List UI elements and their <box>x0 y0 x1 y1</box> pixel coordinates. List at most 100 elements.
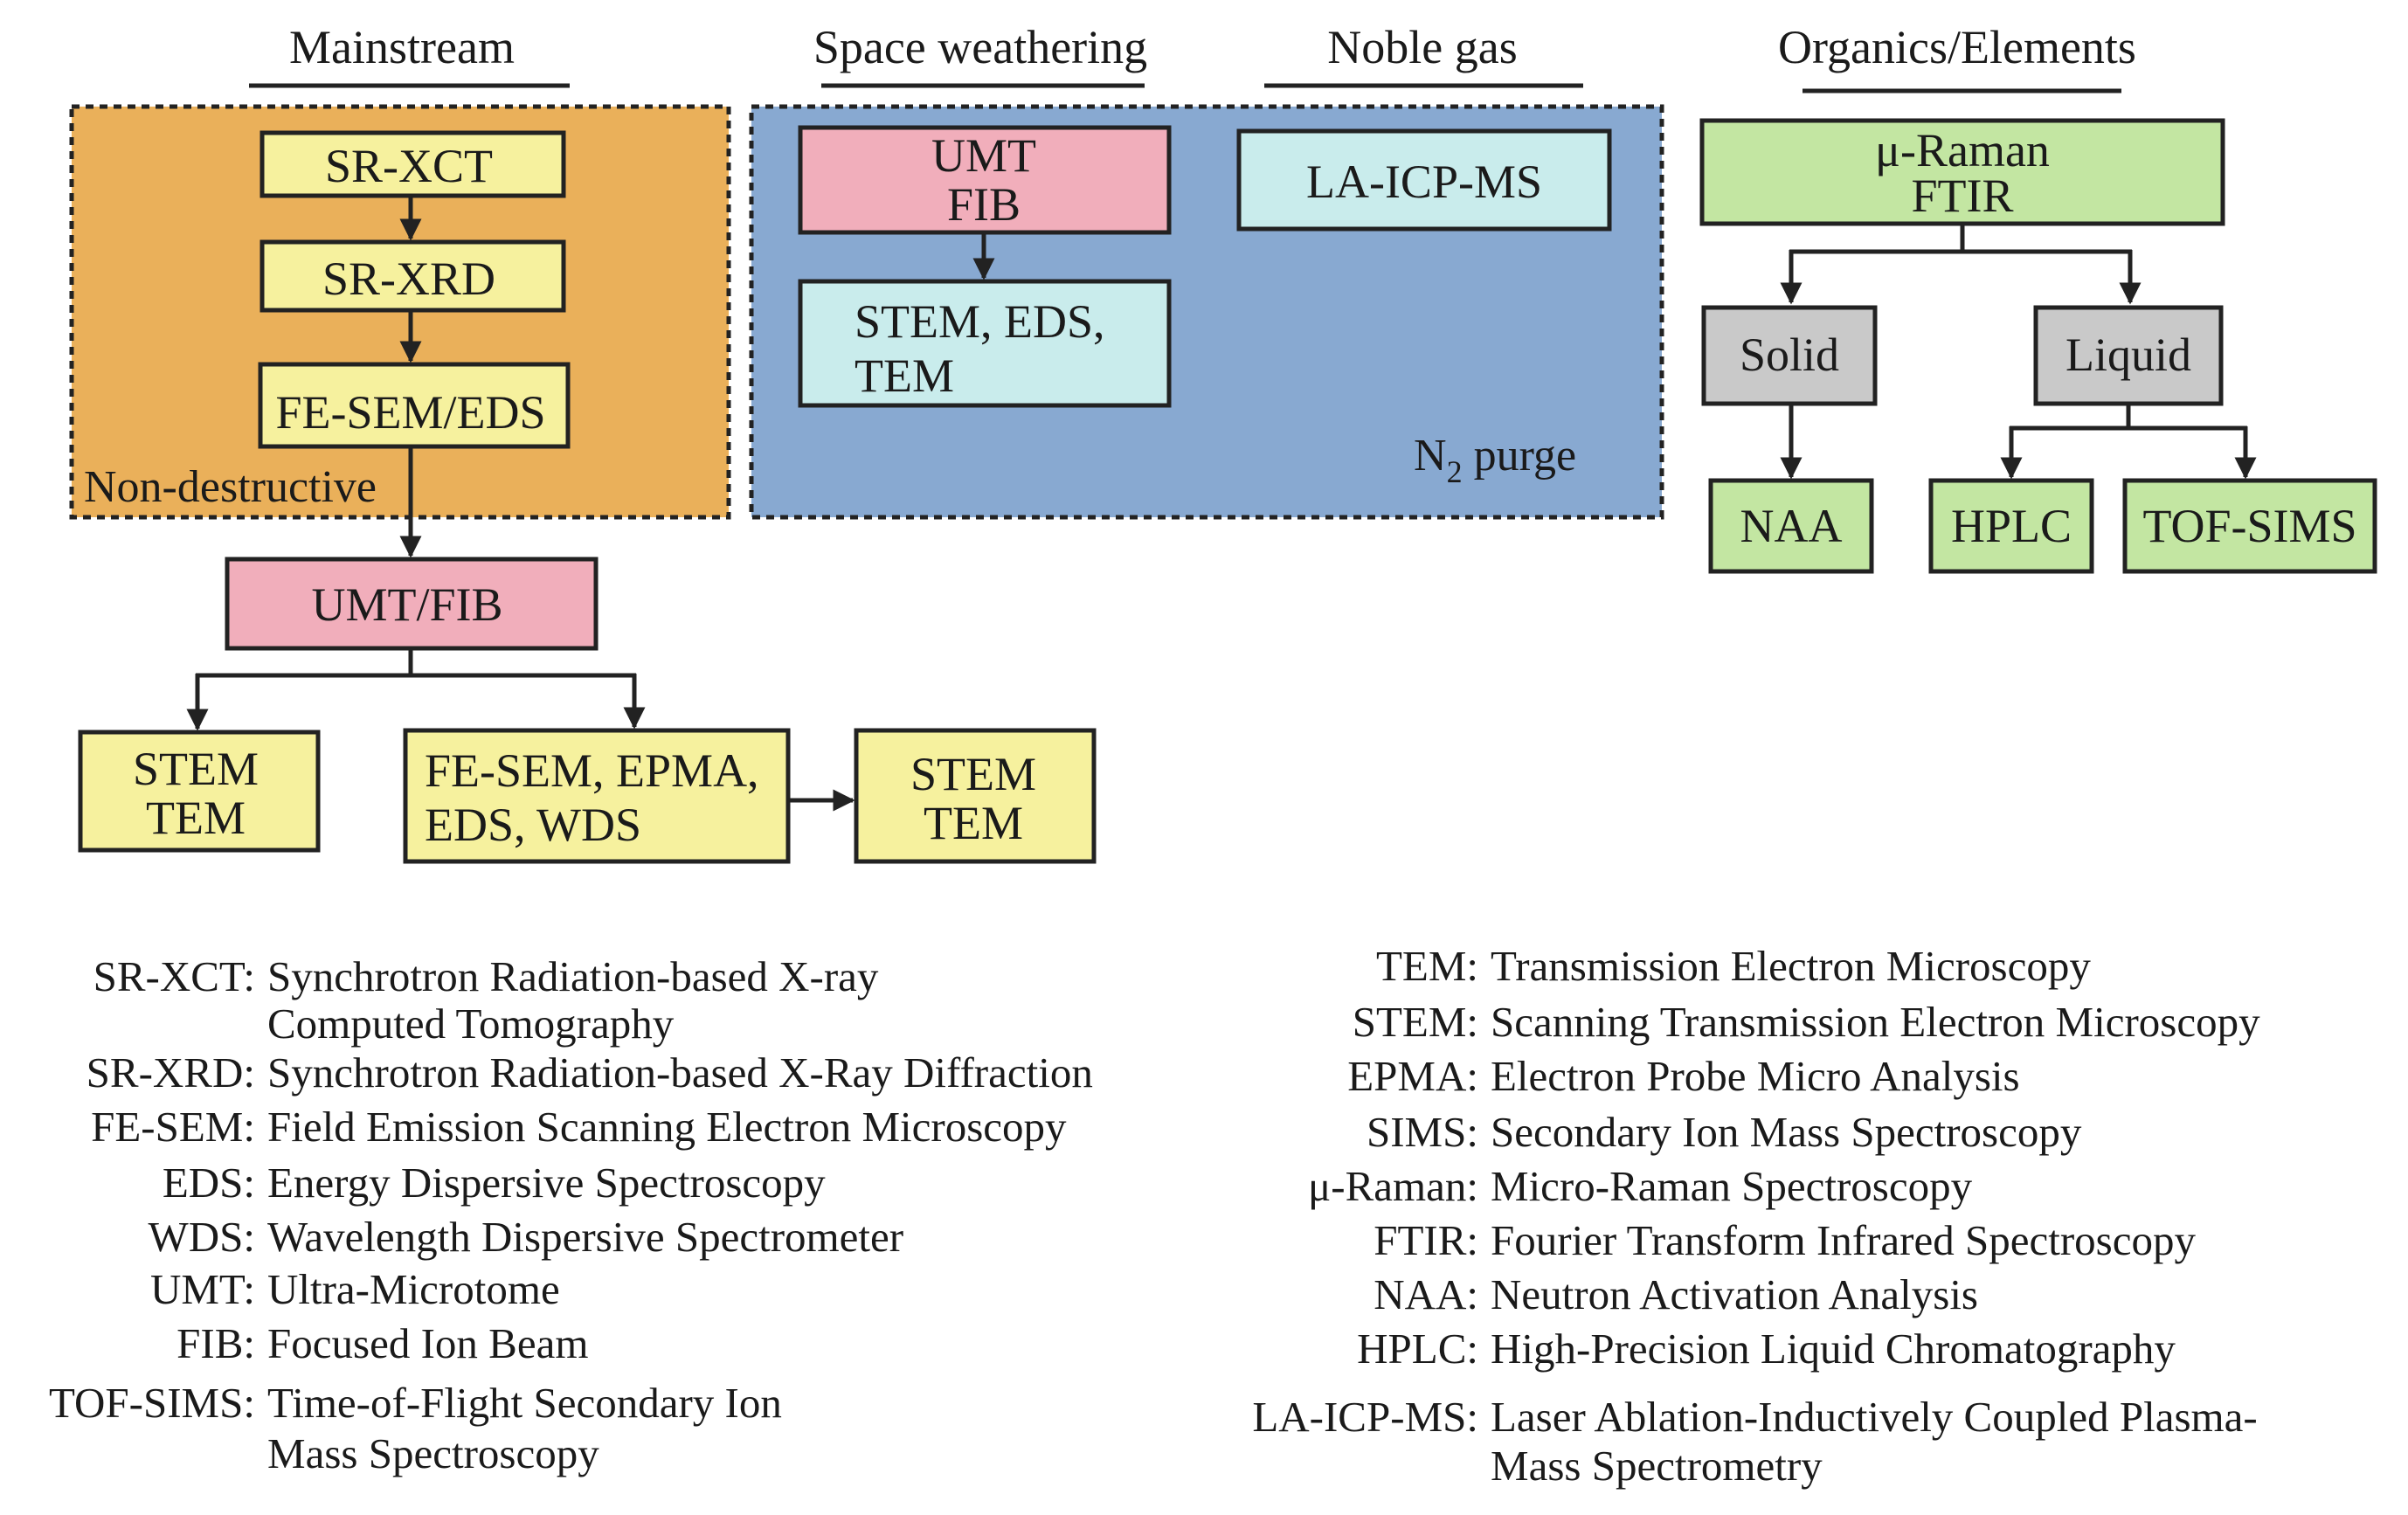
glossary-abbr: HPLC: <box>1357 1325 1478 1373</box>
fe-sem-eds-box <box>258 362 571 449</box>
glossary-abbr: NAA: <box>1374 1270 1478 1318</box>
glossary-definition: Fourier Transform Infrared Spectroscopy <box>1491 1216 2196 1264</box>
glossary-definition: Focused Ion Beam <box>267 1319 588 1367</box>
space-umt-fib-box <box>798 125 1172 235</box>
stem-eds-tem-line1: STEM, EDS, <box>855 295 1105 348</box>
stem-tem-right-box <box>854 728 1097 864</box>
glossary-entry: EDS:Energy Dispersive Spectroscopy <box>163 1159 826 1207</box>
glossary-entry: WDS:Wavelength Dispersive Spectrometer <box>149 1213 904 1261</box>
glossary-entry: HPLC: High-Precision Liquid Chromatograph… <box>1357 1325 2176 1373</box>
liquid-box <box>2033 305 2224 406</box>
glossary-entry: μ-Raman: Micro-Raman Spectroscopy <box>1308 1162 1973 1210</box>
connector-liquid-split <box>2000 404 2257 480</box>
glossary-definition: Micro-Raman Spectroscopy <box>1491 1162 1973 1210</box>
glossary-abbr: TOF-SIMS: <box>49 1379 255 1427</box>
header-noble-gas: Noble gas <box>1264 21 1583 88</box>
solid-text: Solid <box>1740 329 1839 381</box>
glossary-definition: High-Precision Liquid Chromatography <box>1491 1325 2176 1373</box>
header-space-weathering: Space weathering <box>813 21 1147 88</box>
fe-sem-epma-line2: EDS, WDS <box>425 799 641 851</box>
glossary-abbr: LA-ICP-MS: <box>1252 1393 1478 1441</box>
la-icp-ms-text: LA-ICP-MS <box>1306 156 1542 208</box>
glossary-left: SR-XCT:Synchrotron Radiation-based X-ray… <box>49 952 1093 1477</box>
glossary-definition: Transmission Electron Microscopy <box>1491 942 2091 990</box>
glossary-abbr: SIMS: <box>1367 1108 1478 1156</box>
glossary-entry: TOF-SIMS:Time-of-Flight Secondary IonMas… <box>49 1379 782 1477</box>
glossary-abbr: FTIR: <box>1374 1216 1478 1264</box>
glossary-entry: FTIR: Fourier Transform Infrared Spectros… <box>1374 1216 2196 1264</box>
stem-eds-tem-line2: TEM <box>855 349 954 402</box>
header-mainstream: Mainstream <box>249 21 570 88</box>
glossary-entry: UMT:Ultra-Microtome <box>150 1265 560 1313</box>
liquid-text: Liquid <box>2065 329 2191 381</box>
glossary-abbr: μ-Raman: <box>1308 1162 1478 1210</box>
glossary-entry: TEM: Transmission Electron Microscopy <box>1376 942 2091 990</box>
glossary-abbr: TEM: <box>1376 942 1478 990</box>
glossary-entry: LA-ICP-MS: Laser Ablation-Inductively Cou… <box>1252 1393 2257 1490</box>
naa-text: NAA <box>1740 500 1843 552</box>
connector-raman-split <box>1780 224 2142 305</box>
sr-xrd-text: SR-XRD <box>322 252 495 305</box>
glossary-definition: Mass Spectroscopy <box>267 1429 599 1477</box>
stem-tem-right-line2: TEM <box>924 797 1023 849</box>
space-umt-text: UMT <box>931 129 1036 182</box>
glossary-right: TEM: Transmission Electron MicroscopySTEM… <box>1252 942 2260 1490</box>
raman-text: μ-Raman <box>1875 124 2050 176</box>
tof-sims-box <box>2122 478 2377 574</box>
glossary-definition: Field Emission Scanning Electron Microsc… <box>267 1103 1067 1151</box>
glossary-entry: FIB:Focused Ion Beam <box>176 1319 588 1367</box>
hplc-text: HPLC <box>1951 500 2072 552</box>
hplc-box <box>1928 478 2094 574</box>
glossary-definition: Electron Probe Micro Analysis <box>1491 1052 2020 1100</box>
glossary-definition: Computed Tomography <box>267 1000 675 1048</box>
glossary-abbr: WDS: <box>149 1213 256 1261</box>
stem-tem-left-line1: STEM <box>133 743 259 795</box>
glossary-definition: Wavelength Dispersive Spectrometer <box>267 1213 903 1261</box>
header-organics-text: Organics/Elements <box>1778 21 2136 73</box>
glossary-entry: STEM:Scanning Transmission Electron Micr… <box>1353 998 2260 1046</box>
glossary-abbr: SR-XRD: <box>86 1048 255 1096</box>
fe-sem-epma-line1: FE-SEM, EPMA, <box>425 744 759 797</box>
glossary-abbr: EDS: <box>163 1159 255 1207</box>
n2-purge-label: N2 purge <box>1414 431 1576 489</box>
glossary-definition: Synchrotron Radiation-based X-ray <box>267 952 879 1000</box>
stem-tem-right-line1: STEM <box>910 748 1036 800</box>
glossary-definition: Secondary Ion Mass Spectroscopy <box>1491 1108 2082 1156</box>
stem-tem-left-line2: TEM <box>146 792 246 844</box>
umt-fib-text: UMT/FIB <box>311 578 502 631</box>
glossary-definition: Laser Ablation-Inductively Coupled Plasm… <box>1491 1393 2258 1441</box>
fe-sem-eds-text: FE-SEM/EDS <box>275 386 545 439</box>
glossary-abbr: EPMA: <box>1347 1052 1478 1100</box>
ftir-text: FTIR <box>1911 169 2013 222</box>
header-organics: Organics/Elements <box>1778 21 2136 93</box>
glossary-entry: SR-XRD:Synchrotron Radiation-based X-Ray… <box>86 1048 1093 1096</box>
naa-box <box>1708 478 1874 574</box>
sr-xct-text: SR-XCT <box>325 140 493 192</box>
n2-purge-subscript: 2 <box>1447 454 1463 489</box>
glossary-abbr: SR-XCT: <box>93 952 255 1000</box>
solid-box <box>1701 305 1878 406</box>
glossary-entry: EPMA: Electron Probe Micro Analysis <box>1347 1052 2019 1100</box>
glossary-definition: Ultra-Microtome <box>267 1265 560 1313</box>
header-space-weathering-text: Space weathering <box>813 21 1147 73</box>
stem-eds-tem-box <box>798 279 1172 408</box>
glossary-abbr: FIB: <box>176 1319 255 1367</box>
glossary-abbr: FE-SEM: <box>91 1103 255 1151</box>
n2-purge-n: N <box>1414 431 1447 481</box>
header-noble-gas-text: Noble gas <box>1327 21 1517 73</box>
fe-sem-epma-box <box>403 728 791 864</box>
sr-xct-box <box>259 130 566 198</box>
glossary-entry: NAA: Neutron Activation Analysis <box>1374 1270 1978 1318</box>
header-mainstream-text: Mainstream <box>289 21 515 73</box>
glossary-definition: Mass Spectrometry <box>1491 1442 1823 1490</box>
glossary-definition: Neutron Activation Analysis <box>1491 1270 1978 1318</box>
stem-tem-left-box <box>78 730 321 853</box>
n2-purge-suffix: purge <box>1463 431 1576 481</box>
glossary-entry: SR-XCT:Synchrotron Radiation-based X-ray… <box>93 952 879 1048</box>
glossary-abbr: STEM: <box>1353 998 1478 1046</box>
glossary-abbr: UMT: <box>150 1265 255 1313</box>
glossary-definition: Synchrotron Radiation-based X-Ray Diffra… <box>267 1048 1093 1096</box>
connector-umt-split <box>186 648 646 731</box>
non-destructive-label: Non-destructive <box>84 462 377 512</box>
